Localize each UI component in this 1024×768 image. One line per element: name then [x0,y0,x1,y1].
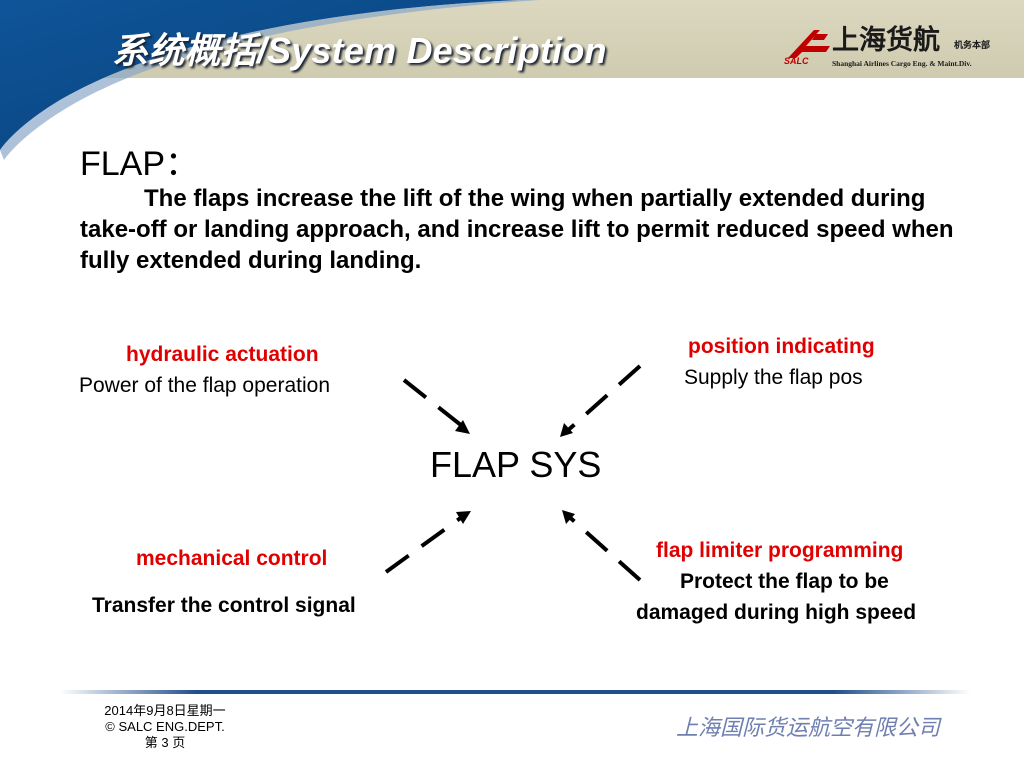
logo-abbr: SALC [784,56,809,66]
footer-company: 上海国际货运航空有限公司 [676,716,941,741]
node-mechanical-desc: Transfer the control signal [92,594,356,617]
node-limiter-desc-line2: damaged during high speed [636,601,917,624]
arrow-top-left [402,378,464,428]
description-paragraph: The flaps increase the lift of the wing … [80,183,980,276]
aircraft-logo-icon [788,30,830,58]
section-heading: FLAP： [80,145,200,183]
arrowhead-top-right [560,423,573,437]
footer-page-number: 第 3 页 [144,735,186,750]
arrow-bottom-left [384,512,468,574]
arrow-bottom-right [564,512,642,582]
description-text: The flaps increase the lift of the wing … [80,185,954,274]
node-hydraulic-desc: Power of the flap operation [79,374,330,397]
company-logo: SALC 上海货航 机务本部 Shanghai Airlines Cargo E… [784,25,1016,72]
logo-name-cn: 上海货航 [832,25,940,56]
node-position-title: position indicating [688,335,875,358]
node-hydraulic-title: hydraulic actuation [126,343,319,366]
arrowhead-bottom-right [562,510,575,524]
arrowhead-bottom-left [456,511,471,524]
page-title: 系统概括/System Description [112,30,607,71]
footer-info: 2014年9月8日星期一 © SALC ENG.DEPT. 第 3 页 [80,703,250,751]
header-band [0,0,1024,160]
footer-copyright: © SALC ENG.DEPT. [105,719,225,734]
node-limiter-title: flap limiter programming [656,539,904,562]
arrowhead-top-left [455,420,470,434]
footer-date: 2014年9月8日星期一 [104,703,226,718]
logo-division-cn: 机务本部 [954,41,991,51]
node-limiter-desc-line1: Protect the flap to be [680,570,889,593]
footer-divider [60,690,970,694]
node-mechanical-title: mechanical control [136,547,328,570]
center-label: FLAP SYS [430,444,602,485]
arrow-top-right [564,364,642,434]
logo-name-en: Shanghai Airlines Cargo Eng. & Maint.Div… [832,59,972,68]
node-position-desc: Supply the flap pos [684,366,863,389]
